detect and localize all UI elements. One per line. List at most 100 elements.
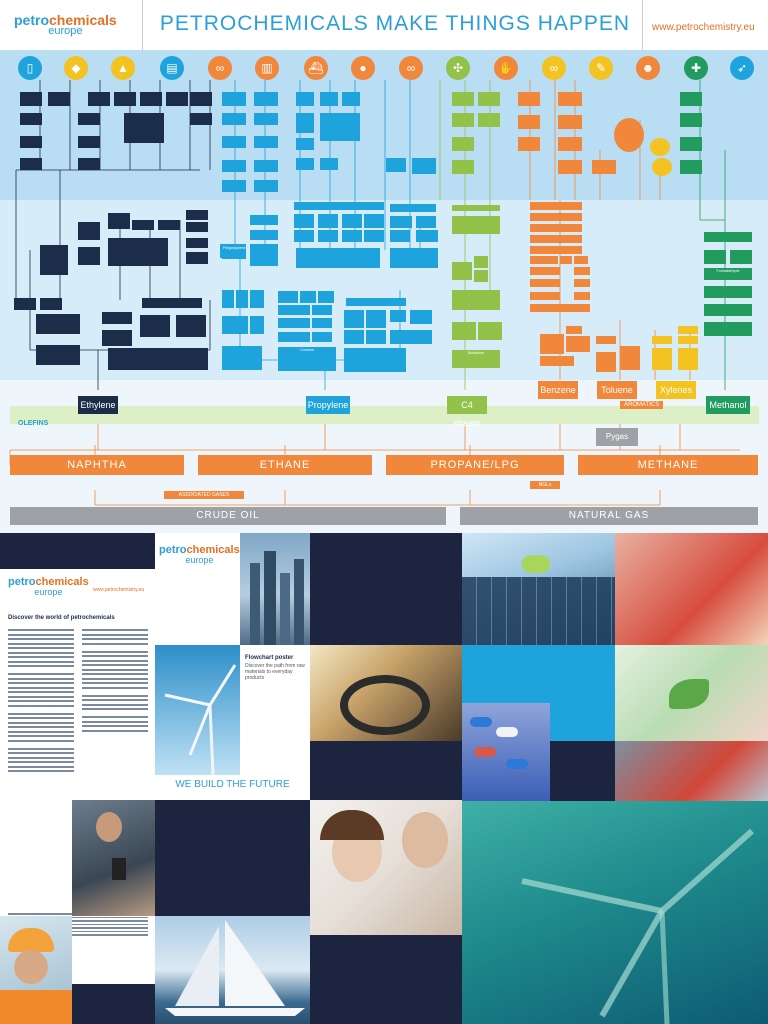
blue-box[interactable] xyxy=(296,138,314,150)
lime-box[interactable] xyxy=(452,137,474,151)
lime-box[interactable] xyxy=(474,256,488,268)
orange-box[interactable] xyxy=(540,356,574,366)
blue-box[interactable] xyxy=(364,230,384,242)
green-box[interactable] xyxy=(730,250,752,264)
blue-box[interactable] xyxy=(250,215,278,225)
navy-box[interactable] xyxy=(36,345,80,365)
orange-box[interactable] xyxy=(558,92,582,106)
blue-box[interactable] xyxy=(222,180,246,192)
blue-box[interactable] xyxy=(278,305,310,315)
blue-box[interactable] xyxy=(300,291,316,303)
lime-box[interactable] xyxy=(452,262,472,280)
navy-box[interactable] xyxy=(102,312,132,324)
yellow-box[interactable] xyxy=(652,348,672,370)
orange-box[interactable] xyxy=(518,137,540,151)
orange-box[interactable] xyxy=(566,326,582,334)
orange-box[interactable] xyxy=(530,235,582,243)
blue-box[interactable]: Polypropylene xyxy=(222,245,246,259)
xylenes-box[interactable]: Xylenes xyxy=(656,381,696,399)
navy-box[interactable] xyxy=(78,222,100,240)
blue-box[interactable] xyxy=(342,92,360,106)
lime-box[interactable] xyxy=(452,160,474,174)
navy-box[interactable] xyxy=(78,136,100,148)
blue-box[interactable] xyxy=(296,248,380,268)
blue-box[interactable] xyxy=(222,136,246,148)
navy-box[interactable] xyxy=(108,213,130,229)
navy-box[interactable] xyxy=(186,238,208,248)
orange-box[interactable] xyxy=(540,334,564,354)
navy-box[interactable] xyxy=(176,315,206,337)
propane-lpg-box[interactable]: PROPANE/LPG xyxy=(386,455,564,475)
blue-box[interactable] xyxy=(222,316,248,334)
orange-box[interactable] xyxy=(518,92,540,106)
orange-box[interactable] xyxy=(558,115,582,129)
blue-box[interactable] xyxy=(346,298,406,306)
navy-box[interactable] xyxy=(186,252,208,264)
blue-box[interactable] xyxy=(250,230,278,240)
blue-box[interactable] xyxy=(222,346,262,370)
benzene-box[interactable]: Benzene xyxy=(538,381,578,399)
blue-box[interactable] xyxy=(250,316,264,334)
pygas-box[interactable]: Pygas xyxy=(596,428,638,446)
blue-box[interactable] xyxy=(390,216,412,228)
green-box[interactable] xyxy=(704,232,752,242)
blue-box[interactable] xyxy=(294,230,314,242)
orange-box[interactable] xyxy=(558,137,582,151)
toluene-box[interactable]: Toluene xyxy=(597,381,637,399)
navy-box[interactable] xyxy=(102,330,132,346)
blue-box[interactable] xyxy=(254,180,278,192)
blue-box[interactable] xyxy=(344,348,406,372)
navy-box[interactable] xyxy=(186,222,208,232)
orange-box[interactable] xyxy=(560,256,572,264)
website-link[interactable]: www.petrochemistry.eu xyxy=(93,587,145,593)
lime-box[interactable] xyxy=(452,290,500,310)
propylene-box[interactable]: Propylene xyxy=(306,396,350,414)
blue-box[interactable] xyxy=(278,332,310,342)
yellow-box[interactable] xyxy=(678,348,698,370)
blue-box[interactable] xyxy=(412,158,436,174)
blue-box[interactable] xyxy=(312,318,332,328)
orange-box[interactable] xyxy=(574,279,590,287)
blue-box[interactable] xyxy=(390,230,410,242)
orange-box[interactable] xyxy=(574,267,590,275)
blue-box[interactable] xyxy=(342,230,362,242)
navy-box[interactable] xyxy=(88,92,110,106)
lime-box[interactable] xyxy=(478,92,500,106)
blue-box[interactable] xyxy=(344,330,364,344)
blue-box[interactable] xyxy=(320,158,338,170)
blue-box[interactable] xyxy=(254,160,278,172)
blue-box[interactable] xyxy=(320,92,338,106)
lime-box[interactable]: Butadiene xyxy=(452,350,500,368)
blue-box[interactable] xyxy=(344,310,364,328)
blue-box[interactable] xyxy=(364,214,384,228)
orange-box[interactable] xyxy=(574,256,588,264)
yellow-box[interactable] xyxy=(678,336,698,344)
navy-box[interactable] xyxy=(14,298,36,310)
orange-circle[interactable] xyxy=(614,118,644,152)
blue-box[interactable] xyxy=(254,92,278,106)
navy-box[interactable] xyxy=(108,348,208,370)
blue-box[interactable] xyxy=(318,214,338,228)
green-box[interactable] xyxy=(680,92,702,106)
green-box[interactable] xyxy=(680,137,702,151)
blue-box[interactable] xyxy=(318,291,334,303)
blue-box[interactable] xyxy=(366,330,386,344)
ethylene-box[interactable]: Ethylene xyxy=(78,396,118,414)
blue-box[interactable] xyxy=(320,113,360,141)
green-box[interactable] xyxy=(704,250,726,264)
navy-box[interactable] xyxy=(142,298,202,308)
lime-box[interactable] xyxy=(478,113,500,127)
navy-box[interactable] xyxy=(20,136,42,148)
blue-box[interactable] xyxy=(366,310,386,328)
navy-box[interactable] xyxy=(114,92,136,106)
blue-box[interactable] xyxy=(390,330,410,344)
blue-box[interactable] xyxy=(294,202,384,210)
orange-box[interactable] xyxy=(592,160,616,174)
orange-box[interactable] xyxy=(620,346,640,370)
lime-box[interactable] xyxy=(452,205,500,211)
blue-box[interactable] xyxy=(294,214,314,228)
blue-box[interactable] xyxy=(296,92,314,106)
blue-box[interactable] xyxy=(410,330,432,344)
blue-box[interactable] xyxy=(222,290,234,308)
orange-box[interactable] xyxy=(596,352,616,372)
